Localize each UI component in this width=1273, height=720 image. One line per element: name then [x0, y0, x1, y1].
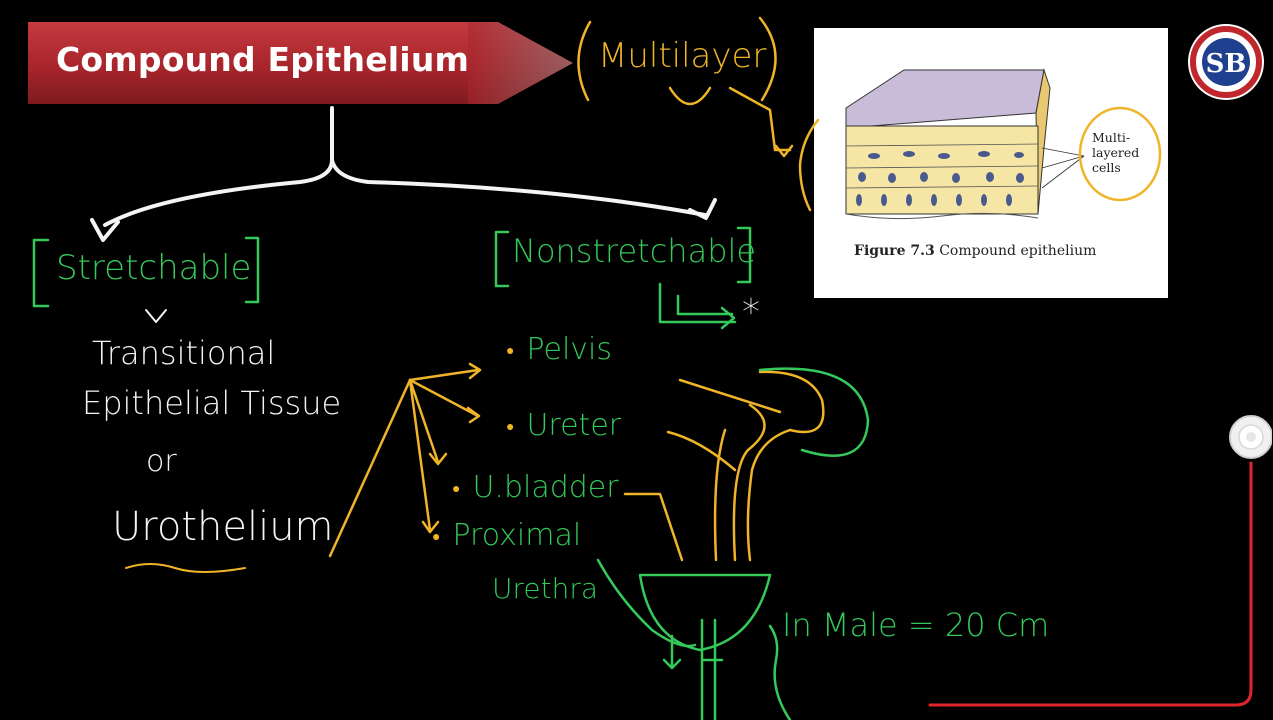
logo-initials: SB [1206, 49, 1247, 79]
location-label: Proximal [452, 518, 582, 553]
callout-line: Multi- [1092, 130, 1131, 145]
urothelium-label: Urothelium [112, 504, 334, 550]
page-title: Compound Epithelium [56, 40, 470, 79]
bullet-icon: ● [506, 419, 515, 435]
bullet-icon: ● [452, 481, 461, 497]
epithelium-illustration [845, 68, 1162, 220]
asterisk-mark: * [742, 292, 760, 333]
branch-arrows [90, 106, 717, 242]
figure-number: Figure 7.3 [854, 243, 935, 259]
callout-label: Multi- layered cells [1092, 130, 1152, 175]
sankalp-bharat-logo: SB [1188, 24, 1264, 100]
location-label: Urethra [492, 572, 599, 605]
figure-caption-text: Compound epithelium [939, 243, 1097, 259]
location-item: ● Ureter [506, 408, 621, 443]
location-label: Pelvis [526, 332, 613, 367]
location-item: Urethra [492, 572, 598, 605]
male-length-note: In Male = 20 Cm [782, 606, 1050, 644]
location-label: Ureter [526, 408, 622, 443]
nonstretchable-label: Nonstretchable [512, 232, 757, 270]
figure-caption: Figure 7.3 Compound epithelium [854, 243, 1096, 259]
tissue-line-1: Transitional [92, 334, 276, 372]
or-label: or [146, 444, 177, 479]
location-item: ● Proximal [432, 518, 581, 553]
pen-tool-knob[interactable] [1226, 413, 1272, 463]
location-item: ● U.bladder [452, 470, 619, 505]
callout-line: cells [1092, 160, 1121, 175]
multilayer-label: Multilayer [598, 36, 767, 76]
location-label: U.bladder [472, 470, 619, 505]
bullet-icon: ● [506, 343, 515, 359]
bullet-icon: ● [432, 529, 441, 545]
figure-card: Multi- layered cells Figure 7.3 Compound… [814, 28, 1168, 298]
title-banner [28, 22, 573, 104]
tissue-line-2: Epithelial Tissue [82, 384, 342, 422]
callout-line: layered [1092, 145, 1140, 160]
location-item: ● Pelvis [506, 332, 612, 367]
stretchable-label: Stretchable [56, 248, 252, 288]
